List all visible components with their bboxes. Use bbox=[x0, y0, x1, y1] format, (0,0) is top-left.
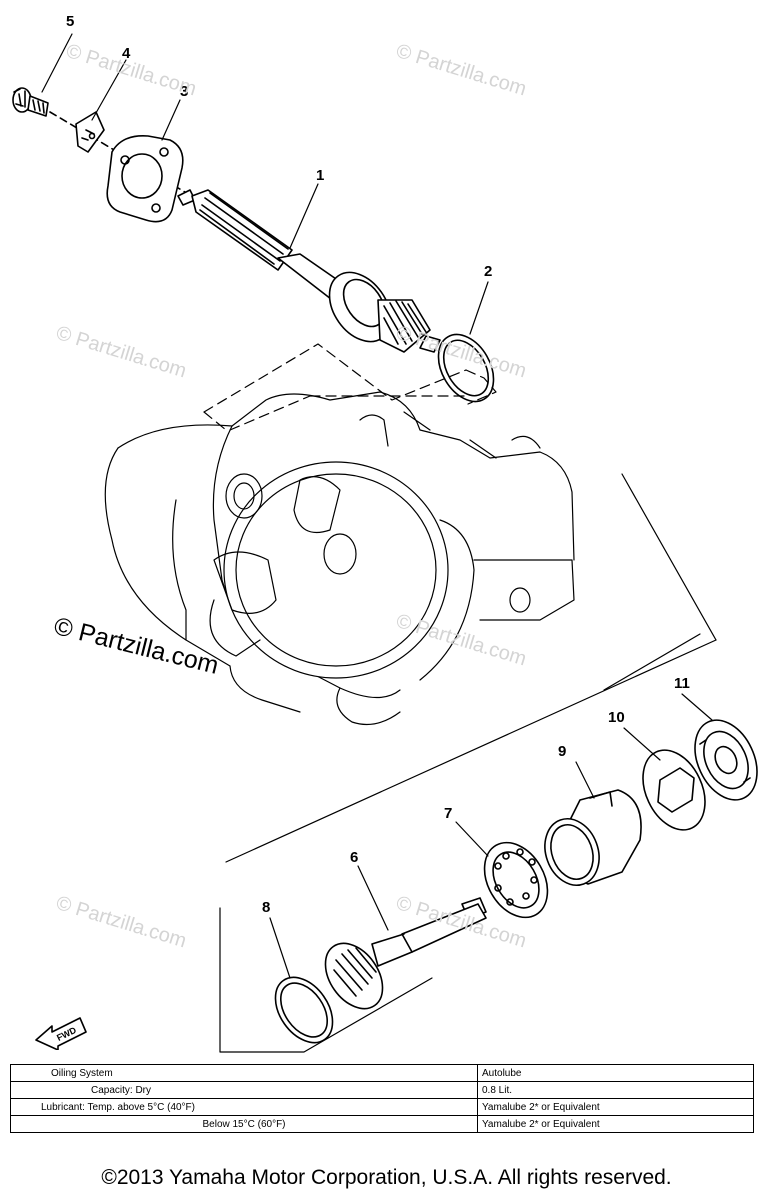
callout-8: 8 bbox=[262, 899, 271, 916]
part-2-ring bbox=[437, 333, 495, 403]
part-8-ring bbox=[274, 976, 334, 1044]
table-row: Oiling System Autolube bbox=[10, 1064, 754, 1082]
fwd-arrow-icon: FWD bbox=[35, 1017, 87, 1050]
callout-3: 3 bbox=[180, 83, 189, 100]
part-7-bearing bbox=[483, 841, 549, 919]
spec-value: 0.8 Lit. bbox=[477, 1081, 754, 1099]
spec-value: Yamalube 2* or Equivalent bbox=[477, 1098, 754, 1116]
part-10-nut bbox=[642, 749, 706, 831]
callout-5: 5 bbox=[66, 13, 75, 30]
spec-label: Oiling System bbox=[10, 1064, 478, 1082]
part-3-plate bbox=[106, 135, 184, 223]
exploded-parts-diagram bbox=[12, 33, 758, 1053]
part-11-bearing bbox=[694, 719, 758, 801]
callout-1: 1 bbox=[316, 167, 325, 184]
spec-value: Yamalube 2* or Equivalent bbox=[477, 1115, 754, 1133]
callout-4: 4 bbox=[122, 45, 131, 62]
part-4-clip bbox=[75, 111, 105, 153]
callout-11: 11 bbox=[674, 675, 690, 692]
callout-9: 9 bbox=[558, 743, 567, 760]
part-6-gear-shaft bbox=[324, 897, 487, 1010]
callout-leaders bbox=[41, 33, 713, 979]
callout-2: 2 bbox=[484, 263, 493, 280]
spec-value: Autolube bbox=[477, 1064, 754, 1082]
table-row: Capacity: Dry 0.8 Lit. bbox=[10, 1081, 754, 1099]
part-9-sleeve bbox=[544, 789, 642, 886]
assembly-group-frame bbox=[219, 369, 717, 1053]
spec-label: Lubricant: Temp. above 5°C (40°F) bbox=[10, 1098, 478, 1116]
callout-7: 7 bbox=[444, 805, 453, 822]
table-row: Below 15°C (60°F) Yamalube 2* or Equival… bbox=[10, 1115, 754, 1133]
table-row: Lubricant: Temp. above 5°C (40°F) Yamalu… bbox=[10, 1098, 754, 1116]
oil-spec-table: Oiling System Autolube Capacity: Dry 0.8… bbox=[10, 1064, 754, 1133]
part-1-shaft bbox=[177, 189, 441, 353]
part-5-bolt bbox=[12, 87, 49, 117]
spec-label: Below 15°C (60°F) bbox=[10, 1115, 478, 1133]
copyright-notice: ©2013 Yamaha Motor Corporation, U.S.A. A… bbox=[101, 1166, 672, 1189]
callout-6: 6 bbox=[350, 849, 359, 866]
spec-label: Capacity: Dry bbox=[10, 1081, 478, 1099]
crankcase-housing bbox=[104, 343, 575, 725]
callout-10: 10 bbox=[608, 709, 625, 726]
